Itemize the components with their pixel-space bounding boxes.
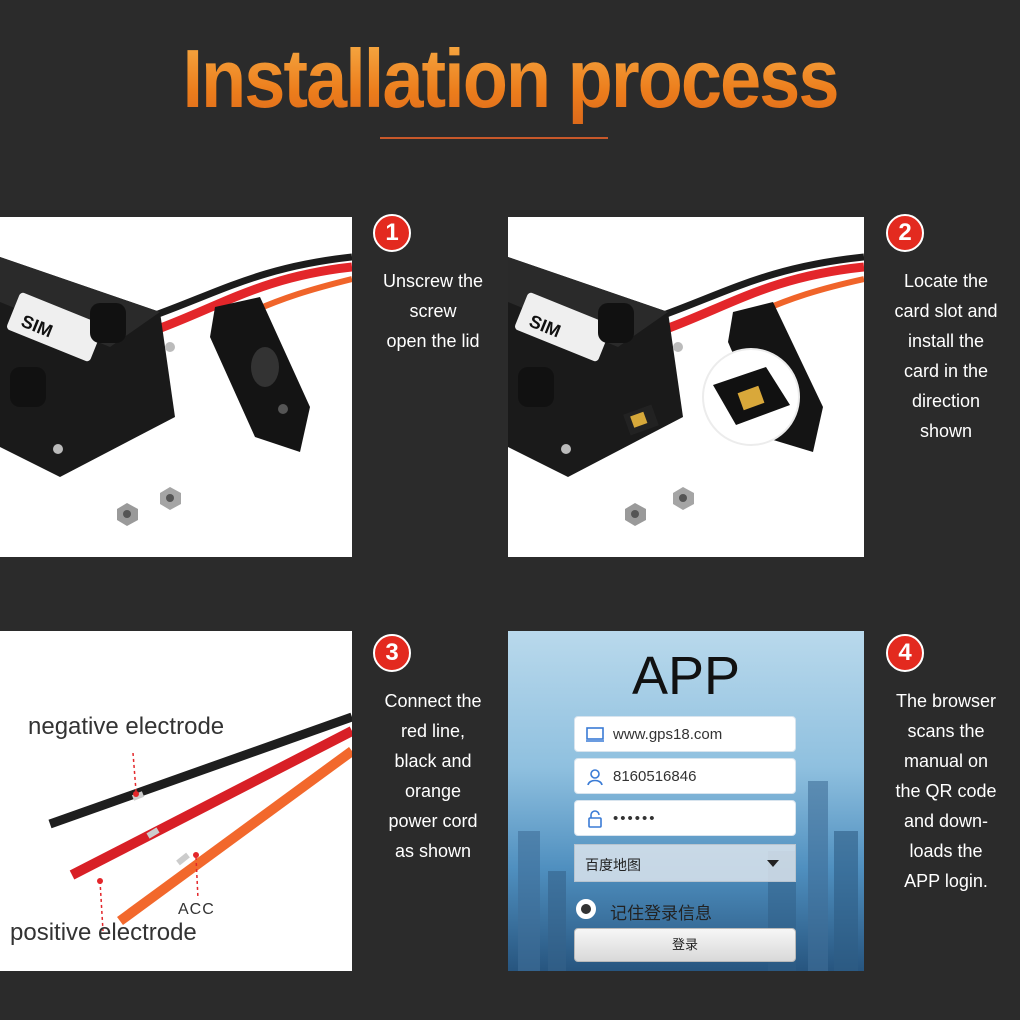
remember-label: 记住登录信息 xyxy=(610,904,712,923)
step2-badge: 2 xyxy=(886,214,924,252)
step3-line: Connect the xyxy=(384,691,482,711)
login-button[interactable]: 登录 xyxy=(574,928,796,962)
step2-line: card slot and xyxy=(894,301,998,321)
step4-line: the QR code xyxy=(895,781,997,801)
step3-line: power cord xyxy=(388,811,478,831)
step2-line: Locate the xyxy=(903,271,989,291)
negative-electrode-label: negative electrode xyxy=(28,713,225,740)
step3-badge: 3 xyxy=(373,634,411,672)
step1-badge: 1 xyxy=(373,214,411,252)
map-select-value: 百度地图 xyxy=(585,857,641,873)
server-value: www.gps18.com xyxy=(613,726,723,743)
step4-line: and down- xyxy=(903,811,989,831)
step2-photo: SIM xyxy=(508,217,864,557)
step4-text: The browser scans the manual on the QR c… xyxy=(886,686,1006,896)
step3-line: black and xyxy=(394,751,472,771)
user-icon xyxy=(587,769,603,786)
step4-line: scans the xyxy=(907,721,985,741)
monitor-icon xyxy=(586,727,604,742)
password-field[interactable]: •••••• xyxy=(574,800,796,836)
positive-electrode-label: positive electrode xyxy=(10,919,197,946)
page-title: Installation process xyxy=(0,31,1020,132)
lock-icon xyxy=(588,810,602,828)
password-value: •••••• xyxy=(613,810,657,827)
step3-line: red line, xyxy=(400,721,466,741)
caret-down-icon xyxy=(767,860,779,867)
step4-line: The browser xyxy=(895,691,997,711)
step4-line: loads the xyxy=(909,841,983,861)
step1-text: Unscrew the screw open the lid xyxy=(373,266,493,356)
step3-line: as shown xyxy=(394,841,472,861)
step1-line: screw xyxy=(409,301,457,321)
step1-line: Unscrew the xyxy=(382,271,484,291)
step1-line: open the lid xyxy=(386,331,480,351)
acc-label: ACC xyxy=(178,901,215,918)
step4-line: APP login. xyxy=(904,871,988,891)
map-select[interactable]: 百度地图 xyxy=(574,844,796,882)
power-cord-wires-illustration xyxy=(48,712,352,932)
step3-photo: negative electrode ACC positive electrod… xyxy=(0,631,352,971)
step2-line: install the xyxy=(907,331,985,351)
sim-card-insert-illustration: SIM xyxy=(508,253,864,526)
step4-badge: 4 xyxy=(886,634,924,672)
account-field[interactable]: 8160516846 xyxy=(574,758,796,794)
title-divider xyxy=(380,137,608,139)
gps-tracker-open-lid-illustration: SIM xyxy=(0,253,352,526)
step2-line: direction xyxy=(911,391,981,411)
account-value: 8160516846 xyxy=(613,768,697,785)
step2-text: Locate the card slot and install the car… xyxy=(886,266,1006,446)
step4-line: manual on xyxy=(903,751,989,771)
app-title: APP xyxy=(631,646,741,706)
step2-line: card in the xyxy=(903,361,989,381)
remember-radio[interactable] xyxy=(576,899,596,919)
step3-text: Connect the red line, black and orange p… xyxy=(373,686,493,866)
server-field[interactable]: www.gps18.com xyxy=(574,716,796,752)
step2-line: shown xyxy=(919,421,973,441)
step3-line: orange xyxy=(404,781,462,801)
step1-photo: SIM xyxy=(0,217,352,557)
step4-app-screen: APP www.gps18.com 8160516846 •••••• 百度地图… xyxy=(508,631,864,971)
